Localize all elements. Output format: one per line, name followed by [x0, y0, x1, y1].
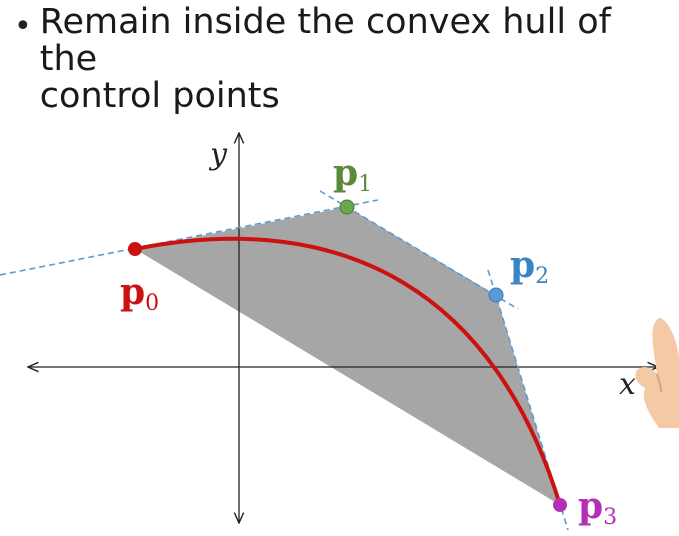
label-p3-name: p — [578, 485, 603, 527]
label-p0-name: p — [120, 271, 145, 313]
label-p3: p3 — [578, 485, 617, 530]
bullet-line-1: Remain inside the convex hull of the — [39, 2, 611, 79]
label-p1-name: p — [333, 152, 358, 194]
label-p2-name: p — [510, 244, 535, 286]
x-axis-label: x — [619, 367, 636, 402]
bezier-curve — [134, 236, 562, 506]
control-line-p0-p1 — [0, 199, 379, 276]
control-line-p1-p2 — [319, 190, 519, 310]
label-p2-sub: 2 — [535, 264, 549, 289]
control-point-p3 — [553, 498, 567, 512]
control-point-p1 — [339, 199, 355, 215]
label-p1: p1 — [333, 152, 372, 197]
label-p0-sub: 0 — [145, 291, 159, 316]
bullet-dot: • — [14, 9, 32, 44]
bullet-line-2: control points — [39, 76, 280, 116]
control-point-p0 — [128, 242, 142, 256]
convex-hull — [135, 207, 560, 505]
bullet-item: • Remain inside the convex hull of the c… — [14, 4, 674, 115]
bullet-text: Remain inside the convex hull of the con… — [40, 4, 674, 115]
hand-image — [635, 318, 679, 428]
label-p0: p0 — [120, 271, 159, 316]
control-point-p2 — [488, 287, 504, 303]
label-p1-sub: 1 — [358, 172, 372, 197]
label-p3-sub: 3 — [603, 505, 617, 530]
label-p2: p2 — [510, 244, 549, 289]
y-axis-label: y — [208, 137, 228, 172]
control-line-p2-p3 — [487, 269, 569, 531]
